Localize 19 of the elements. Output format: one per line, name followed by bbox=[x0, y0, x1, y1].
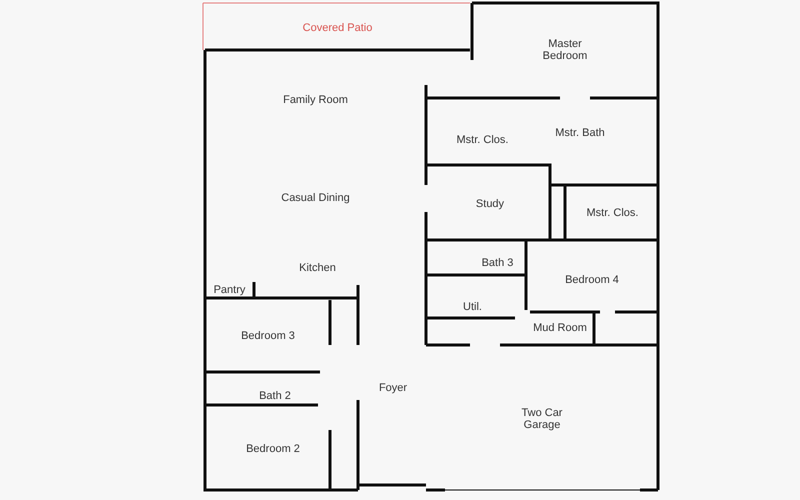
room-label: Mstr. Clos. bbox=[456, 134, 508, 146]
room-label: Mud Room bbox=[533, 322, 587, 334]
room-label: Bath 2 bbox=[259, 390, 291, 402]
room-label: Bedroom 3 bbox=[241, 330, 295, 342]
room-label: Bedroom 4 bbox=[565, 274, 619, 286]
room-label: Casual Dining bbox=[281, 192, 350, 204]
room-label: Study bbox=[476, 198, 504, 210]
room-label: Two Car Garage bbox=[520, 407, 564, 431]
room-label: Foyer bbox=[378, 382, 408, 394]
room-label: Util. bbox=[463, 301, 482, 313]
room-label: Mstr. Clos. bbox=[586, 207, 638, 219]
room-label: Covered Patio bbox=[302, 22, 372, 34]
room-label: Family Room bbox=[283, 94, 348, 106]
room-label: Pantry bbox=[214, 284, 246, 296]
room-label: Bedroom 2 bbox=[246, 443, 300, 455]
room-label: Master Bedroom bbox=[542, 38, 588, 62]
room-label: Kitchen bbox=[299, 262, 336, 274]
room-label: Mstr. Bath bbox=[555, 126, 605, 138]
room-label: Bath 3 bbox=[482, 257, 514, 269]
